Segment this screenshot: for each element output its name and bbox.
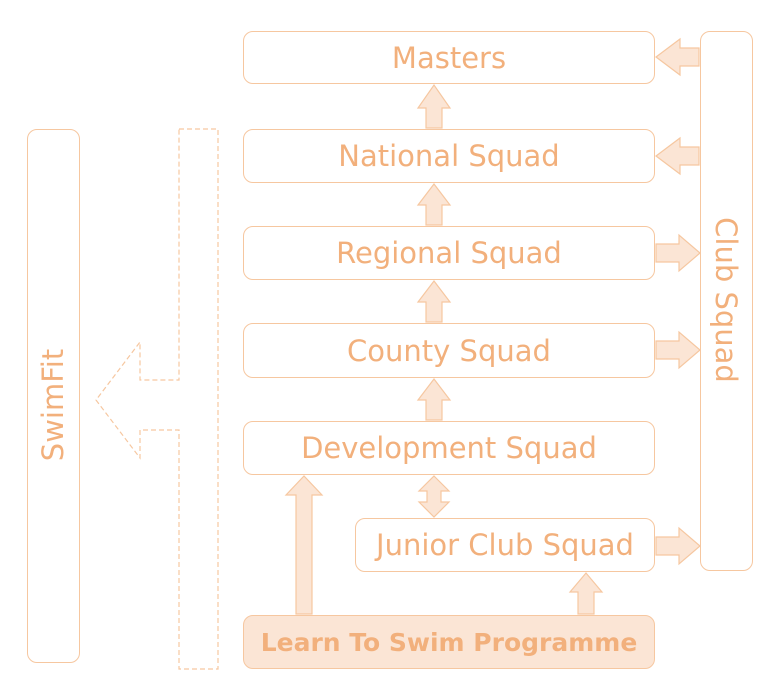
arrow-learn-to-junior xyxy=(568,572,604,615)
arrow-national-to-masters xyxy=(416,83,452,129)
arrow-county-to-club xyxy=(655,330,701,370)
node-county-squad-label: County Squad xyxy=(347,333,551,368)
node-masters: Masters xyxy=(243,31,655,84)
arrow-county-to-regional xyxy=(416,280,452,323)
node-development-squad-label: Development Squad xyxy=(301,431,597,465)
node-development-squad: Development Squad xyxy=(243,421,655,475)
arrow-junior-to-club xyxy=(655,526,701,566)
arrow-learn-to-development xyxy=(284,475,324,615)
arrow-development-junior xyxy=(417,475,451,518)
node-national-squad: National Squad xyxy=(243,129,655,183)
node-junior-club-squad-label: Junior Club Squad xyxy=(376,528,634,562)
node-junior-club-squad: Junior Club Squad xyxy=(355,518,655,572)
arrow-regional-to-national xyxy=(416,183,452,226)
node-swimfit xyxy=(27,129,80,663)
dashed-connector-to-swimfit xyxy=(95,128,219,670)
node-county-squad: County Squad xyxy=(243,323,655,378)
node-learn-to-swim-label: Learn To Swim Programme xyxy=(260,627,638,657)
node-national-squad-label: National Squad xyxy=(338,139,560,173)
arrow-regional-to-club xyxy=(655,233,701,273)
arrow-club-to-national xyxy=(655,136,700,176)
node-club-squad xyxy=(700,31,753,571)
node-regional-squad: Regional Squad xyxy=(243,226,655,280)
arrow-development-to-county xyxy=(416,378,452,421)
node-masters-label: Masters xyxy=(391,40,507,75)
node-regional-squad-label: Regional Squad xyxy=(336,236,562,270)
arrow-club-to-masters xyxy=(655,37,700,77)
node-learn-to-swim: Learn To Swim Programme xyxy=(243,615,655,669)
